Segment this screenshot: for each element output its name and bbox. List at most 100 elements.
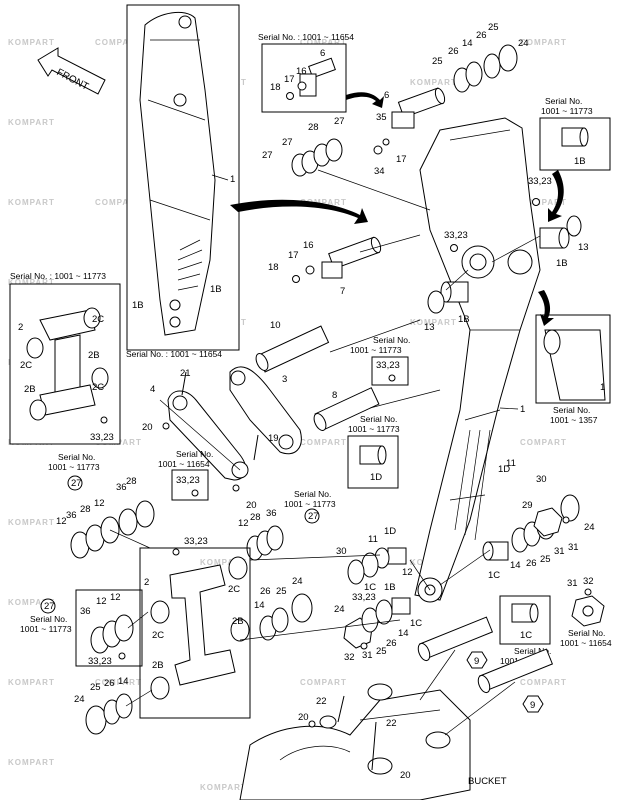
panel-serial-range: 1001 ~ 11654 [158, 459, 210, 469]
panel-serial: Serial No. [58, 452, 95, 462]
callout-label: 36 [266, 508, 277, 519]
callout-label: 2C [20, 360, 32, 371]
callout-label: 6 [320, 48, 325, 59]
callout-label: 31 [554, 546, 565, 557]
callout-label: 25 [432, 56, 443, 67]
callout-label: 3 [282, 374, 287, 385]
callout-label: 2B [152, 660, 164, 671]
callout-label: 1B [384, 582, 396, 593]
callout-label: 36 [66, 510, 77, 521]
right-detail-panel: 1 Serial No. 1001 ~ 1357 [535, 314, 611, 425]
mid-left-seals: Serial No. 1001 ~ 11773 27 12 36 28 12 3… [48, 452, 155, 559]
callout-label: 12 [238, 518, 249, 529]
callout-label: 1C [488, 570, 500, 581]
callout-label: 2C [92, 314, 104, 325]
callout-label: 28 [308, 122, 319, 133]
callout-label: 30 [336, 546, 347, 557]
callout-label: 1C [364, 582, 376, 593]
center-small-panel: Serial No. 1001 ~ 11654 33,23 20 [158, 449, 257, 511]
lower-left-seals: 27 Serial No. 1001 ~ 11773 36 12 12 33,2… [20, 589, 143, 667]
watermark-text: COMPART [300, 38, 347, 47]
callout-label: 2B [88, 350, 100, 361]
watermark-text: COMPART [300, 198, 347, 207]
pin-6: 6 35 17 34 [373, 87, 446, 177]
callout-label: 33,23 [528, 176, 552, 187]
callout-label: 14 [118, 676, 129, 687]
callout-label: 20 [298, 712, 309, 723]
callout-label: 17 [288, 250, 299, 261]
callout-label: 26 [386, 638, 397, 649]
callout-label: 33,23 [376, 360, 400, 371]
callout-label: 22 [316, 696, 327, 707]
callout-label: 24 [292, 576, 303, 587]
top-pin-panel: Serial No. : 1001 ~ 11654 6 17 16 18 [258, 32, 354, 113]
callout-label: 36 [80, 606, 91, 617]
watermark-text: KOMPART [8, 518, 55, 527]
plate-right-panel: 31 32 Serial No. 1001 ~ 11654 [560, 576, 612, 648]
bush-1c-panel: 1C Serial No. 1001 ~ 11773 [499, 595, 552, 666]
arm-main: 1 [414, 117, 541, 603]
panel-serial: Serial No. [30, 614, 67, 624]
hex-callout: 9 [474, 656, 479, 667]
watermark-text: COMPART [95, 198, 142, 207]
watermark-text: COMPART [95, 38, 142, 47]
watermark-text: KOMPART [8, 678, 55, 687]
panel-serial-range: 1001 ~ 11773 [348, 424, 400, 434]
callout-label: 28 [126, 476, 137, 487]
callout-label: 2 [18, 322, 23, 333]
callout-label: 25 [540, 554, 551, 565]
callout-label: 25 [276, 586, 287, 597]
detail-arrow-icon [346, 92, 384, 108]
callout-label: 2C [228, 584, 240, 595]
callout-label: 36 [116, 482, 127, 493]
panel-serial: Serial No. [176, 449, 213, 459]
panel-serial-range: 1001 ~ 1357 [550, 415, 598, 425]
callout-label: 8 [332, 390, 337, 401]
callout-label: 4 [150, 384, 155, 395]
leader-lines [109, 169, 541, 736]
callout-label: 33,23 [184, 536, 208, 547]
callout-label: 10 [270, 320, 281, 331]
callout-label: 13 [578, 242, 589, 253]
watermark-text: KOMPART [8, 198, 55, 207]
watermark-text: KOMPART [8, 118, 55, 127]
panel-serial: Serial No. [514, 646, 551, 656]
callout-label: 1 [600, 382, 605, 393]
callout-label: 29 [522, 500, 533, 511]
top-arm-panel: 1 1B 1B Serial No. : 1001 ~ 11654 [126, 4, 240, 359]
callout-label: 32 [583, 576, 594, 587]
callout-label: 27 [334, 116, 345, 127]
callout-label: 26 [476, 30, 487, 41]
panel-serial: Serial No. : 1001 ~ 11654 [126, 349, 222, 359]
seal-set-top: 27 28 27 27 [262, 116, 345, 177]
watermark-text: KOMPART [8, 278, 55, 287]
callout-label: 20 [142, 422, 153, 433]
callout-label: 33,23 [88, 656, 112, 667]
bush-1d-panel: Serial No. 1001 ~ 11773 1D [347, 414, 400, 489]
center-bottom-seals: 24 33,23 14 1C 32 31 25 26 [334, 592, 422, 663]
watermark-text: KOMPART [8, 758, 55, 767]
panel-serial-range: 1001 ~ 11773 [20, 624, 72, 634]
bucket-label: BUCKET [468, 776, 507, 787]
callout-label: 12 [402, 567, 413, 578]
callout-label: 12 [110, 592, 121, 603]
callout-label: 14 [510, 560, 521, 571]
callout-label: 1C [410, 618, 422, 629]
callout-label: 31 [568, 542, 579, 553]
bush-1d-assembly: 1D 11 30 1C 1B 12 [336, 526, 413, 593]
callout-label: 24 [584, 522, 595, 533]
callout-label: 31 [567, 578, 578, 589]
callout-label: 1D [370, 472, 382, 483]
seal-set-top-right: 25 26 14 26 25 24 [432, 22, 529, 93]
callout-label: 32 [344, 652, 355, 663]
left-link-panel: Serial No. : 1001 ~ 11773 2 2C 2B 2C 2B … [9, 271, 121, 445]
callout-label: 11 [506, 458, 516, 469]
callout-label: 27 [282, 137, 293, 148]
hex-callout: 9 [530, 700, 535, 711]
link-2-lower: 2 2C 2C 2B 2B 33,23 [139, 536, 251, 719]
callout-label: 30 [536, 474, 547, 485]
watermark-text: KOMPART [200, 783, 247, 792]
pin-10: 10 [255, 320, 330, 373]
